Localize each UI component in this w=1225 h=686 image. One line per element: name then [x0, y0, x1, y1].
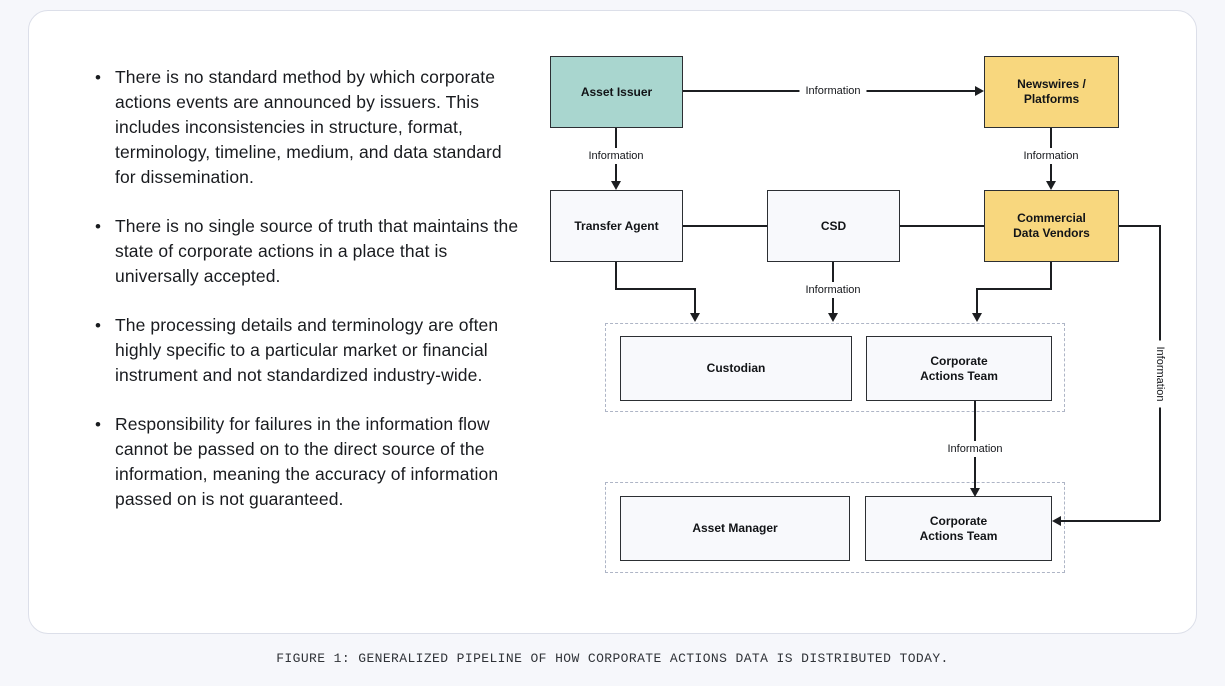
connector-line: [1119, 225, 1160, 227]
group-custody: [605, 323, 1065, 412]
edge-label-information: Information: [941, 441, 1009, 457]
edge-label-information: Information: [799, 83, 867, 99]
node-label: Asset Manager: [692, 521, 778, 535]
arrowhead-down-icon: [611, 181, 621, 190]
node-transfer-agent: Transfer Agent: [550, 190, 683, 262]
connector-line: [615, 262, 617, 288]
connector-line: [900, 225, 984, 227]
arrowhead-right-icon: [975, 86, 984, 96]
connector-line: [615, 288, 695, 290]
arrowhead-down-icon: [828, 313, 838, 322]
connector-line: [694, 288, 696, 314]
edge-label-information: Information: [582, 148, 650, 164]
node-label: Transfer Agent: [574, 218, 659, 233]
bullet-list: There is no standard method by which cor…: [91, 65, 523, 536]
node-newswires-platforms: Newswires / Platforms: [984, 56, 1119, 128]
arrowhead-down-icon: [690, 313, 700, 322]
connector-line: [977, 288, 1052, 290]
connector-line: [1060, 520, 1160, 522]
bullet-item: There is no single source of truth that …: [91, 214, 523, 289]
bullet-item: The processing details and terminology a…: [91, 313, 523, 388]
arrowhead-down-icon: [972, 313, 982, 322]
bullet-item: There is no standard method by which cor…: [91, 65, 523, 190]
arrowhead-down-icon: [1046, 181, 1056, 190]
edge-label-information: Information: [1017, 148, 1085, 164]
figure-caption: FIGURE 1: GENERALIZED PIPELINE OF HOW CO…: [276, 651, 949, 666]
node-label: Corporate Actions Team: [920, 353, 998, 383]
edge-label-information: Information: [799, 282, 867, 298]
group-asset-manager: [605, 482, 1065, 573]
connector-line: [1050, 262, 1052, 288]
node-corporate-actions-team-manager: Corporate Actions Team: [865, 496, 1052, 561]
arrowhead-left-icon: [1052, 516, 1061, 526]
node-label: Custodian: [706, 361, 766, 375]
connector-line: [976, 288, 978, 314]
node-asset-issuer: Asset Issuer: [550, 56, 683, 128]
node-corporate-actions-team-custody: Corporate Actions Team: [866, 336, 1052, 401]
edge-label-information-vertical: Information: [1152, 340, 1168, 408]
node-csd: CSD: [767, 190, 900, 262]
node-label: Corporate Actions Team: [919, 513, 998, 543]
node-label: CSD: [820, 218, 847, 233]
node-commercial-data-vendors: Commercial Data Vendors: [984, 190, 1119, 262]
connector-line: [683, 225, 767, 227]
node-asset-manager: Asset Manager: [620, 496, 850, 561]
arrowhead-down-icon: [970, 488, 980, 497]
node-label: Newswires / Platforms: [1017, 77, 1086, 106]
node-custodian: Custodian: [620, 336, 852, 401]
node-label: Commercial Data Vendors: [1013, 211, 1090, 240]
node-label: Asset Issuer: [580, 84, 653, 99]
bullet-item: Responsibility for failures in the infor…: [91, 412, 523, 512]
